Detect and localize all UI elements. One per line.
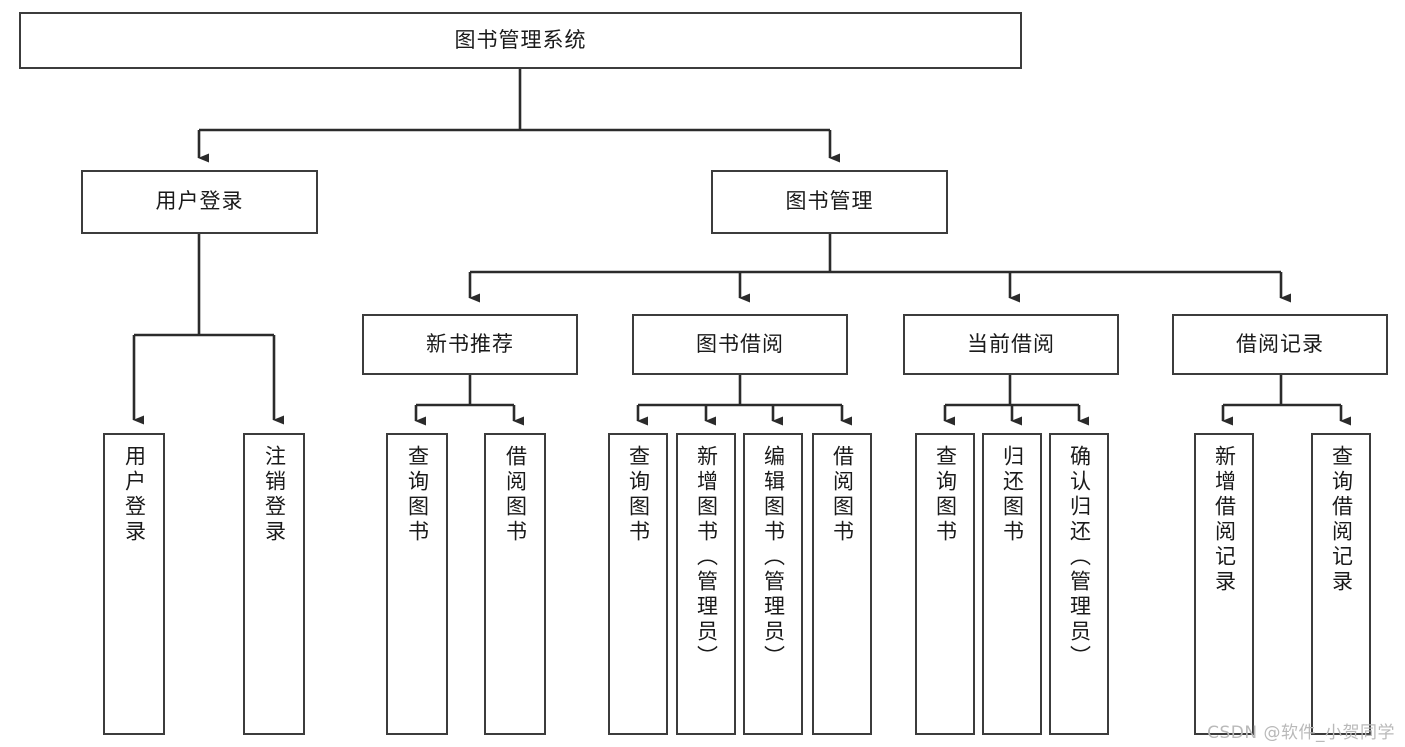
node-current-borrow[interactable]: 当前借阅	[903, 314, 1119, 375]
node-user-login[interactable]: 用户登录	[81, 170, 318, 234]
node-label: 用户登录	[122, 445, 147, 545]
node-label: 新增借阅记录	[1212, 445, 1237, 595]
leaf-query-book-rec[interactable]: 查询图书	[386, 433, 448, 735]
node-new-book-rec[interactable]: 新书推荐	[362, 314, 578, 375]
leaf-edit-book[interactable]: 编辑图书（管理员）	[743, 433, 803, 735]
node-label: 图书借阅	[696, 331, 784, 356]
leaf-return-book[interactable]: 归还图书	[982, 433, 1042, 735]
node-label: 查询图书	[405, 445, 430, 545]
node-label: 查询图书	[626, 445, 651, 545]
leaf-add-borrow-record[interactable]: 新增借阅记录	[1194, 433, 1254, 735]
node-label: 查询图书	[933, 445, 958, 545]
node-label: 查询借阅记录	[1329, 445, 1354, 595]
leaf-borrow-book[interactable]: 借阅图书	[812, 433, 872, 735]
leaf-query-book-current[interactable]: 查询图书	[915, 433, 975, 735]
node-label: 用户登录	[155, 189, 244, 214]
leaf-user-login[interactable]: 用户登录	[103, 433, 165, 735]
node-label: 确认归还（管理员）	[1067, 445, 1092, 670]
leaf-add-book[interactable]: 新增图书（管理员）	[676, 433, 736, 735]
leaf-query-borrow-record[interactable]: 查询借阅记录	[1311, 433, 1371, 735]
node-root-system[interactable]: 图书管理系统	[19, 12, 1022, 69]
leaf-confirm-return[interactable]: 确认归还（管理员）	[1049, 433, 1109, 735]
node-label: 编辑图书（管理员）	[761, 445, 786, 670]
leaf-query-book-borrow[interactable]: 查询图书	[608, 433, 668, 735]
node-label: 新增图书（管理员）	[694, 445, 719, 670]
leaf-logout-login[interactable]: 注销登录	[243, 433, 305, 735]
node-book-borrow[interactable]: 图书借阅	[632, 314, 848, 375]
node-label: 图书管理	[785, 189, 874, 214]
leaf-borrow-book-rec[interactable]: 借阅图书	[484, 433, 546, 735]
node-label: 新书推荐	[426, 331, 514, 356]
node-label: 借阅记录	[1236, 331, 1324, 356]
node-label: 归还图书	[1000, 445, 1025, 545]
node-label: 图书管理系统	[454, 27, 587, 52]
node-label: 注销登录	[262, 445, 287, 545]
node-label: 借阅图书	[503, 445, 528, 545]
node-book-manage[interactable]: 图书管理	[711, 170, 948, 234]
node-label: 当前借阅	[967, 331, 1055, 356]
node-label: 借阅图书	[830, 445, 855, 545]
node-borrow-record[interactable]: 借阅记录	[1172, 314, 1388, 375]
